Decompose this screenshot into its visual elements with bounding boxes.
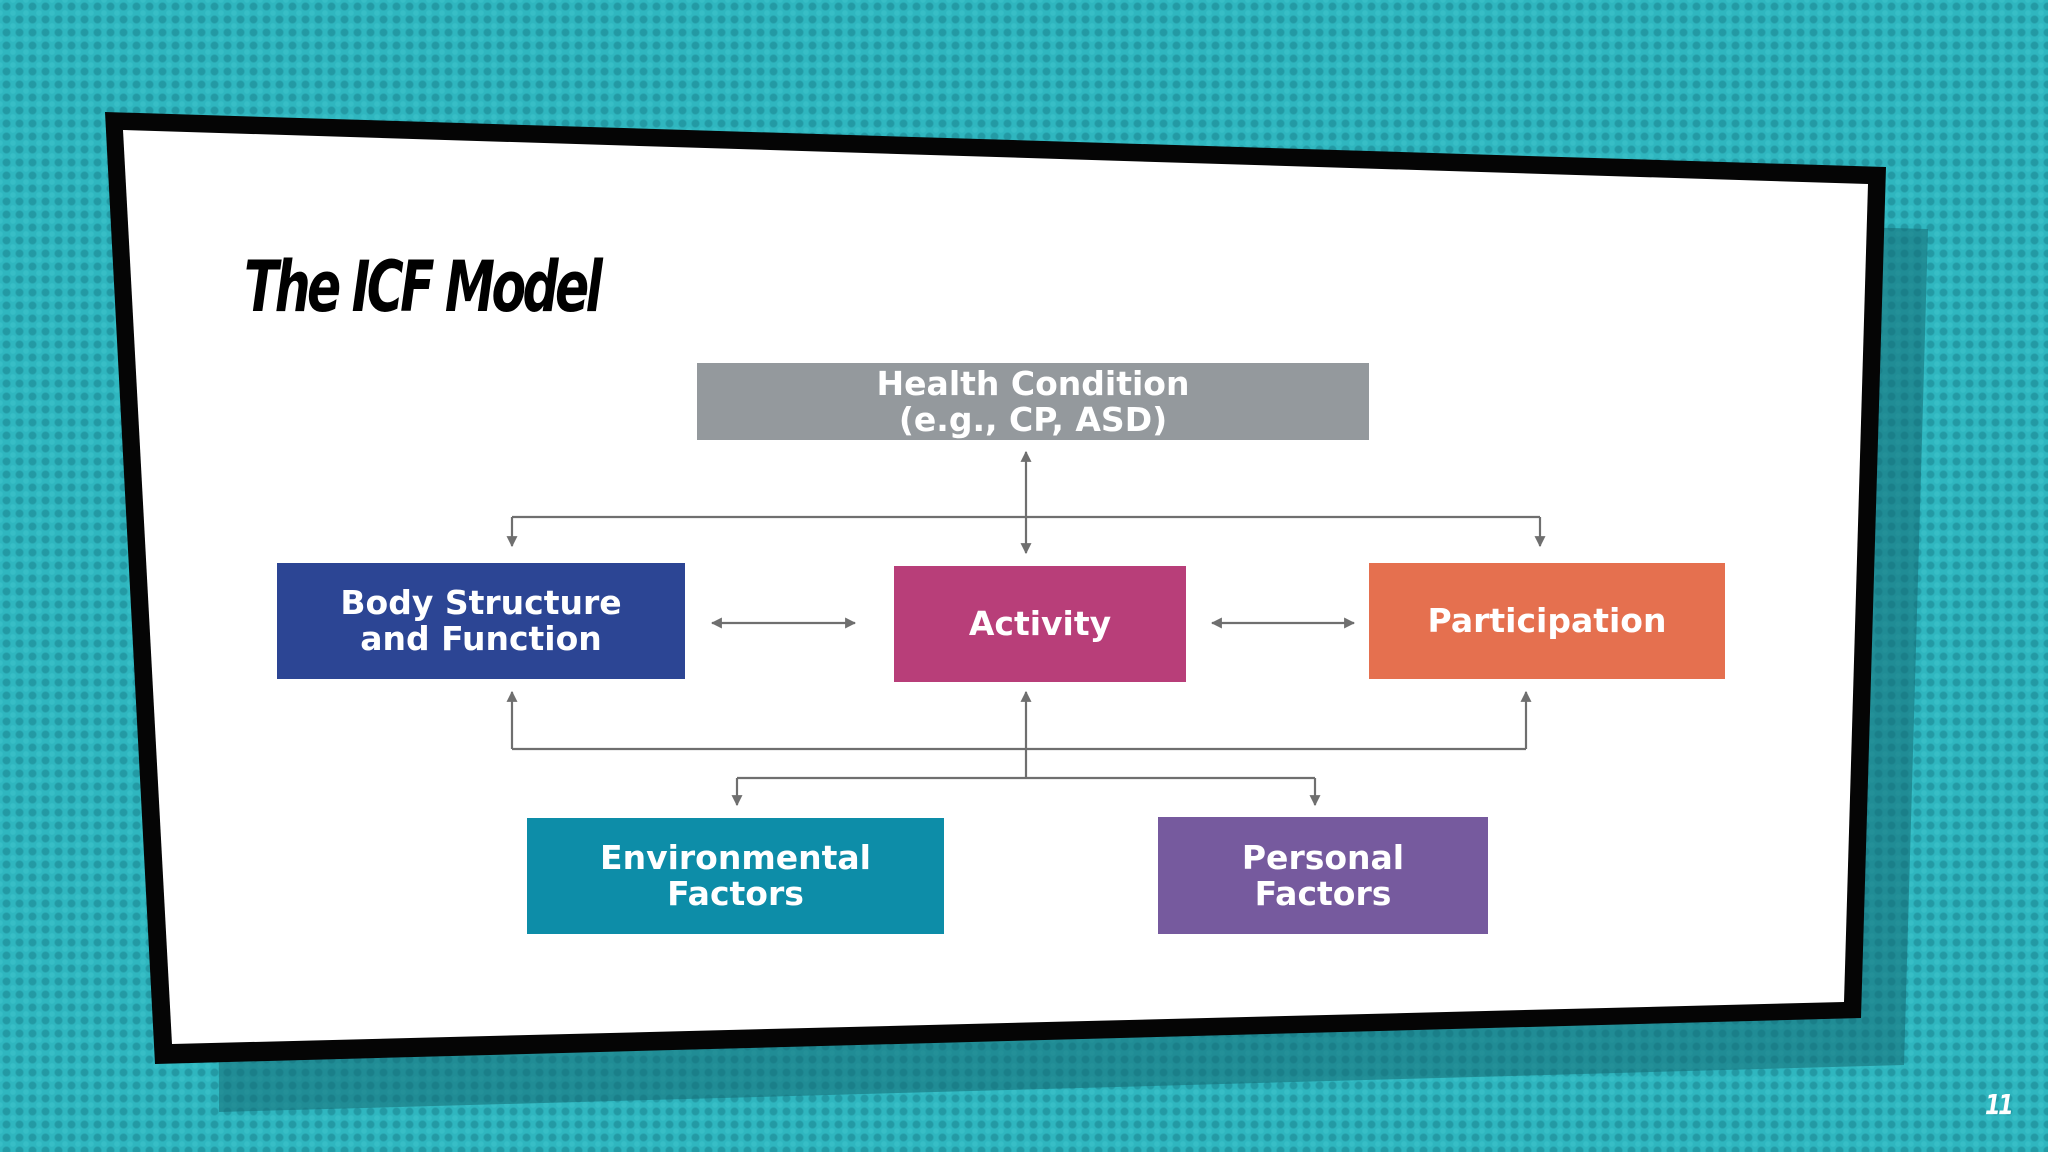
slide-title: The ICF Model: [244, 246, 603, 328]
node-health-condition-label: Health Condition (e.g., CP, ASD): [876, 363, 1190, 439]
node-activity: Activity: [894, 566, 1186, 682]
node-environmental-factors-label: Environmental Factors: [600, 838, 871, 913]
node-personal-factors-label: Personal Factors: [1241, 837, 1405, 913]
node-participation-label: Participation: [1427, 601, 1667, 640]
node-health-condition: Health Condition (e.g., CP, ASD): [697, 363, 1369, 440]
node-body-structure-label: Body Structure and Function: [340, 583, 622, 658]
node-environmental-factors: Environmental Factors: [527, 818, 944, 934]
node-personal-factors: Personal Factors: [1158, 817, 1488, 934]
page-number: 11: [1985, 1088, 2014, 1121]
node-participation: Participation: [1369, 563, 1725, 679]
node-body-structure: Body Structure and Function: [277, 563, 685, 679]
node-activity-label: Activity: [968, 604, 1112, 643]
